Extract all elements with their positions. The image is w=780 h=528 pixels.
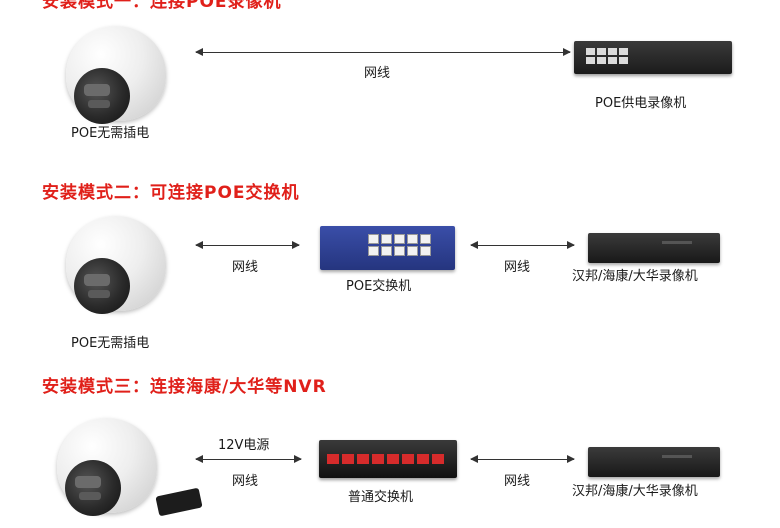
mode2-camera-caption: POE无需插电 (71, 336, 150, 351)
mode3-left-label: 网线 (232, 474, 259, 489)
mode2-recorder-caption: 汉邦/海康/大华录像机 (572, 269, 698, 284)
power-adapter-icon (155, 487, 203, 517)
mode3-power-label: 12V电源 (218, 438, 270, 453)
mode2-switch-caption: POE交换机 (346, 279, 412, 294)
mode3-heading: 安装模式三：连接海康/大华等NVR (42, 377, 327, 397)
mode1-camera-caption: POE无需插电 (71, 126, 150, 141)
mode2-heading: 安装模式二：可连接POE交换机 (42, 183, 300, 203)
recorder-icon (588, 233, 720, 263)
poe-nvr-icon (574, 41, 732, 74)
mode1-link-arrow (195, 48, 571, 56)
mode3-left-arrow (195, 455, 302, 463)
mode1-link-label: 网线 (364, 66, 391, 81)
mode3-recorder-caption: 汉邦/海康/大华录像机 (572, 484, 698, 499)
poe-switch-icon (320, 226, 455, 270)
mode2-right-arrow (470, 241, 575, 249)
mode1-recorder-caption: POE供电录像机 (595, 96, 687, 111)
mode3-right-arrow (470, 455, 575, 463)
mode3-switch-caption: 普通交换机 (348, 490, 414, 505)
dome-camera-icon (57, 418, 157, 518)
mode2-left-arrow (195, 241, 300, 249)
mode2-left-label: 网线 (232, 260, 259, 275)
dome-camera-icon (66, 26, 166, 126)
mode1-heading: 安装模式一：连接POE录像机 (42, 0, 282, 12)
recorder-icon (588, 447, 720, 477)
mode3-right-label: 网线 (504, 474, 531, 489)
network-switch-icon (319, 440, 457, 478)
dome-camera-icon (66, 216, 166, 316)
mode2-right-label: 网线 (504, 260, 531, 275)
